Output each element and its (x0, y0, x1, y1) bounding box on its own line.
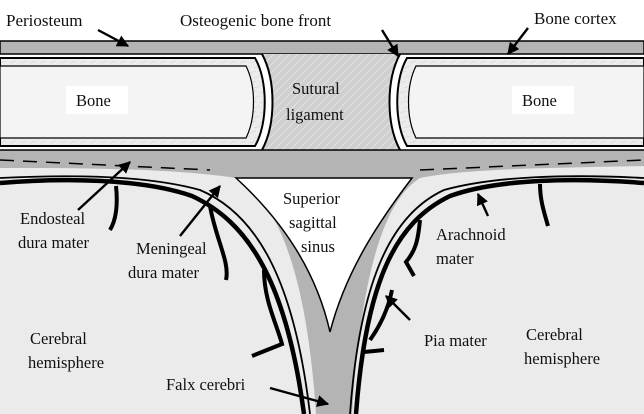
label-arachnoid-mater: mater (436, 249, 474, 268)
label-sagittal: sagittal (289, 213, 337, 232)
sulcus-right-4 (364, 350, 384, 352)
label-bone-left: Bone (76, 91, 111, 110)
label-hemisphere-left: hemisphere (28, 353, 104, 372)
label-periosteum: Periosteum (6, 11, 83, 30)
label-osteogenic-bone-front: Osteogenic bone front (180, 11, 331, 30)
label-cerebral-right: Cerebral (526, 325, 583, 344)
label-falx-cerebri: Falx cerebri (166, 375, 246, 394)
label-bone-right: Bone (522, 91, 557, 110)
label-sinus: sinus (301, 237, 335, 256)
label-hemisphere-right: hemisphere (524, 349, 600, 368)
periosteum-layer (0, 41, 644, 54)
label-bone-cortex: Bone cortex (534, 9, 617, 28)
label-cerebral-left: Cerebral (30, 329, 87, 348)
label-pia-mater: Pia mater (424, 331, 487, 350)
label-endosteal-dura: dura mater (18, 233, 90, 252)
label-ligament: ligament (286, 105, 344, 124)
label-meningeal-dura: dura mater (128, 263, 200, 282)
label-arachnoid: Arachnoid (436, 225, 506, 244)
label-superior: Superior (283, 189, 340, 208)
label-meningeal: Meningeal (136, 239, 207, 258)
label-sutural: Sutural (292, 79, 340, 98)
label-endosteal: Endosteal (20, 209, 85, 228)
sutural-ligament (262, 54, 400, 150)
